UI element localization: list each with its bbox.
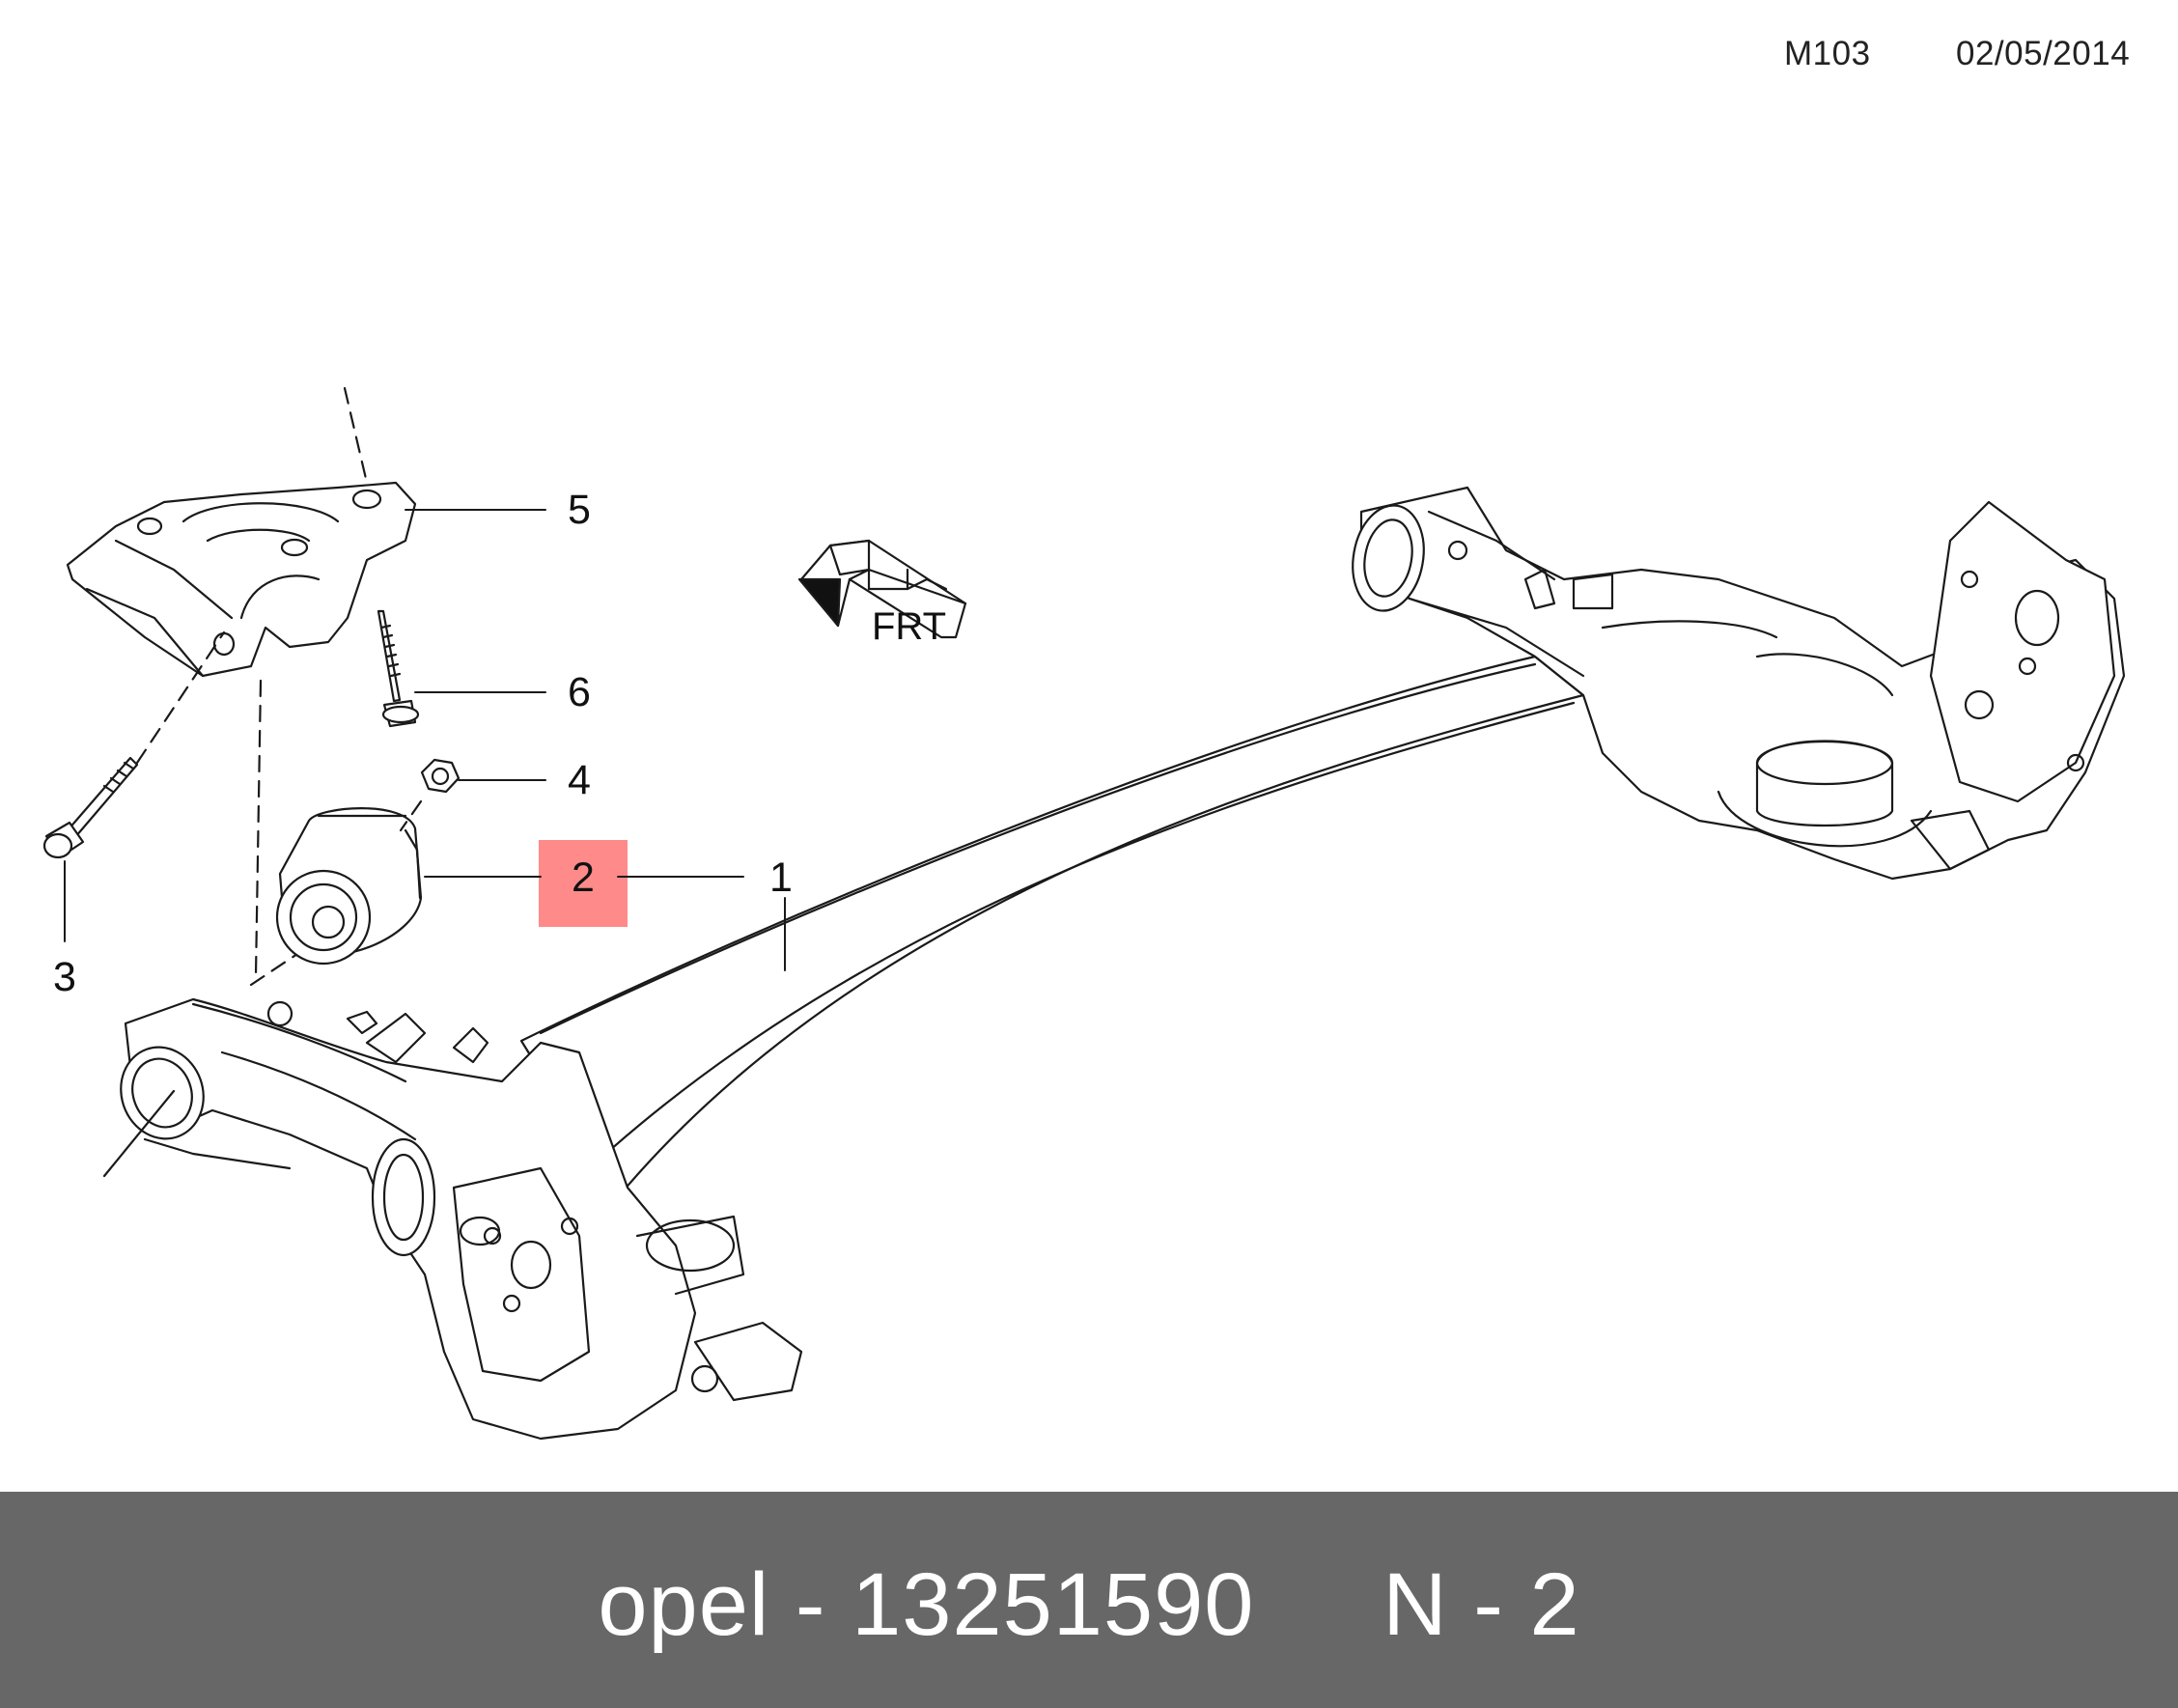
hub-axis-line xyxy=(102,1089,176,1178)
bushing-nut xyxy=(420,758,461,794)
footer-position-prefix: N xyxy=(1382,1555,1448,1654)
footer-separator: - xyxy=(769,1555,852,1654)
callout-3: 3 xyxy=(53,954,76,1000)
callout-4: 4 xyxy=(568,757,591,803)
axle-beam xyxy=(519,655,1585,1199)
right-trailing-arm xyxy=(1352,486,2126,881)
nut-axis-line xyxy=(399,799,423,832)
exploded-view-drawing: FRT xyxy=(42,386,2126,1441)
mounting-bracket xyxy=(66,481,417,678)
bracket-drop-axis-line xyxy=(254,679,263,977)
footer-position-number: 2 xyxy=(1529,1555,1580,1654)
footer-brand: opel xyxy=(598,1555,770,1654)
front-direction-label: FRT xyxy=(872,605,946,648)
footer-part-number: 13251590 xyxy=(852,1555,1255,1654)
diagram-date: 02/05/2014 xyxy=(1956,35,2131,72)
highlight-box-callout-2 xyxy=(539,840,628,927)
leader-lines xyxy=(64,509,786,971)
callout-1: 1 xyxy=(769,854,793,901)
bushing-bolt xyxy=(42,756,139,859)
bracket-bolt-axis-line xyxy=(343,386,369,485)
callout-6: 6 xyxy=(568,669,591,715)
footer-gap xyxy=(1254,1555,1382,1654)
footer-position-separator: - xyxy=(1447,1555,1530,1654)
callout-2: 2 xyxy=(572,854,595,901)
front-direction-arrow-icon xyxy=(797,539,967,639)
diagram-code: M103 xyxy=(1784,35,1871,72)
bushing-bolt-axis-line xyxy=(135,630,226,765)
bracket-bolt xyxy=(377,609,420,728)
axle-bushing xyxy=(275,807,423,966)
footer-caption: opel - 13251590 N - 2 xyxy=(0,1556,2178,1653)
left-trailing-arm xyxy=(120,997,803,1441)
callout-5: 5 xyxy=(568,487,591,533)
footer-bar xyxy=(0,1492,2178,1708)
